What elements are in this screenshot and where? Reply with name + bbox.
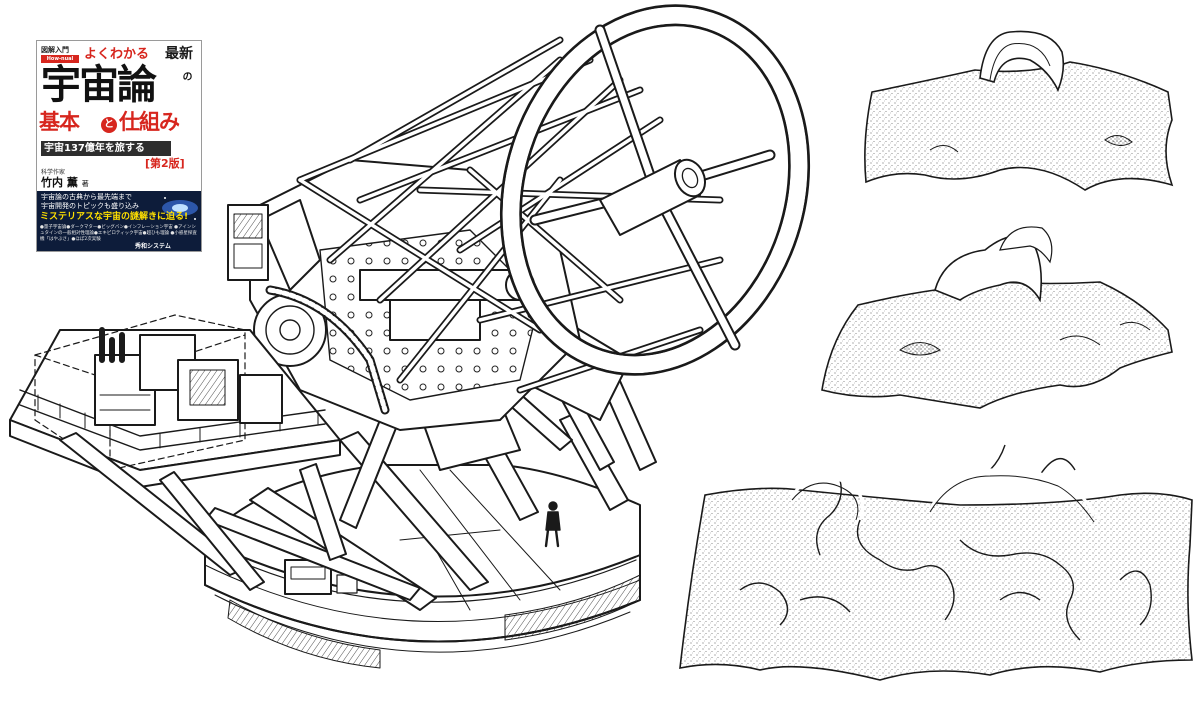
- person-figure: [544, 501, 561, 548]
- cover-publisher: 秀和システム: [135, 243, 171, 250]
- cover-title: 宇宙論: [41, 62, 157, 108]
- cover-series: 図解入門: [41, 46, 69, 54]
- cover-catch: よくわかる: [84, 47, 150, 62]
- spacetime-surface-1: [864, 30, 1174, 191]
- spacetime-surface-2: [821, 226, 1173, 409]
- cover-space-band: 宇宙論の古典から最先端まで 宇宙開発のトピックも盛り込み ミステリアスな宇宙の謎…: [37, 191, 201, 251]
- cover-subtitle-basics: 基本: [39, 110, 80, 134]
- cover-band: 宇宙137億年を旅する: [41, 141, 171, 156]
- telescope-illustration: [9, 4, 811, 669]
- cover-subtitle-mechanism: 仕組み: [119, 110, 180, 134]
- galaxy-icon: [162, 197, 198, 220]
- cover-subtitle-and: と: [101, 117, 117, 133]
- cover-series-sub: How-nual: [41, 55, 79, 63]
- cover-author-role: 科学作家: [41, 169, 66, 176]
- cover-catch-new: 最新: [165, 46, 193, 62]
- cover-blurb-line2: 宇宙開発のトピックも盛り込み: [41, 202, 139, 210]
- cover-headline: ミステリアスな宇宙の謎解きに迫る!: [40, 212, 189, 222]
- telescope-top-ring: [499, 4, 811, 376]
- cover-author-suffix: 著: [81, 180, 89, 188]
- cover-blurb-line1: 宇宙論の古典から最先端まで: [41, 193, 132, 201]
- cover-author: 竹内 薫 著: [41, 176, 89, 191]
- cover-author-name: 竹内 薫: [41, 176, 78, 189]
- telescope-platform: [9, 314, 341, 591]
- cover-title-suffix: の: [180, 71, 191, 81]
- cover-edition: [第2版]: [145, 157, 185, 170]
- book-cover: 図解入門 How-nual よくわかる 最新 宇宙論 の 基本 と 仕組み 宇宙…: [36, 40, 202, 252]
- cover-topic-list: ●量子宇宙論●ダークマター●ビッグバン●インフレーション宇宙 ●アインシュタイン…: [40, 225, 197, 242]
- spacetime-surface-3: [679, 444, 1193, 681]
